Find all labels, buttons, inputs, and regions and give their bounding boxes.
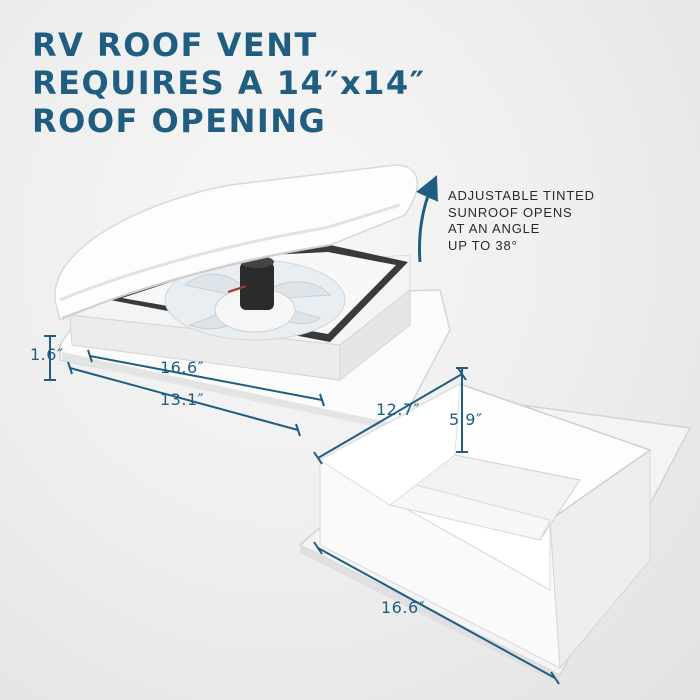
sunroof-note-line-4: UP TO 38° xyxy=(448,237,518,253)
sunroof-note-line-2: SUNROOF OPENS xyxy=(448,204,573,220)
vent-width-label: 13.1″ xyxy=(160,390,205,409)
headline-line-3: ROOF OPENING xyxy=(32,102,327,140)
headline-line-1: RV ROOF VENT xyxy=(32,26,318,64)
sunroof-note-line-3: AT AN ANGLE xyxy=(448,221,541,236)
sunroof-angle-arrow xyxy=(416,175,438,263)
vent-fan xyxy=(164,256,346,341)
garnish-flange-label: 16.6″ xyxy=(381,598,426,617)
garnish-height-label: 5.9″ xyxy=(449,410,483,429)
garnish-box xyxy=(298,383,692,684)
vent-height-label: 1.6″ xyxy=(30,345,64,364)
vent-dimension-lines xyxy=(44,335,325,437)
headline-line-2: REQUIRES A 14″x14″ xyxy=(32,64,426,102)
headline: RV ROOF VENT REQUIRES A 14″x14″ ROOF OPE… xyxy=(32,26,425,140)
vent-length-label: 16.6″ xyxy=(160,358,205,377)
sunroof-note: ADJUSTABLE TINTED SUNROOF OPENS AT AN AN… xyxy=(448,188,595,254)
garnish-dimension-lines xyxy=(313,367,560,685)
roof-vent-unit xyxy=(54,164,451,432)
sunroof-note-line-1: ADJUSTABLE TINTED xyxy=(448,188,595,203)
garnish-side-label: 12.7″ xyxy=(376,400,421,419)
